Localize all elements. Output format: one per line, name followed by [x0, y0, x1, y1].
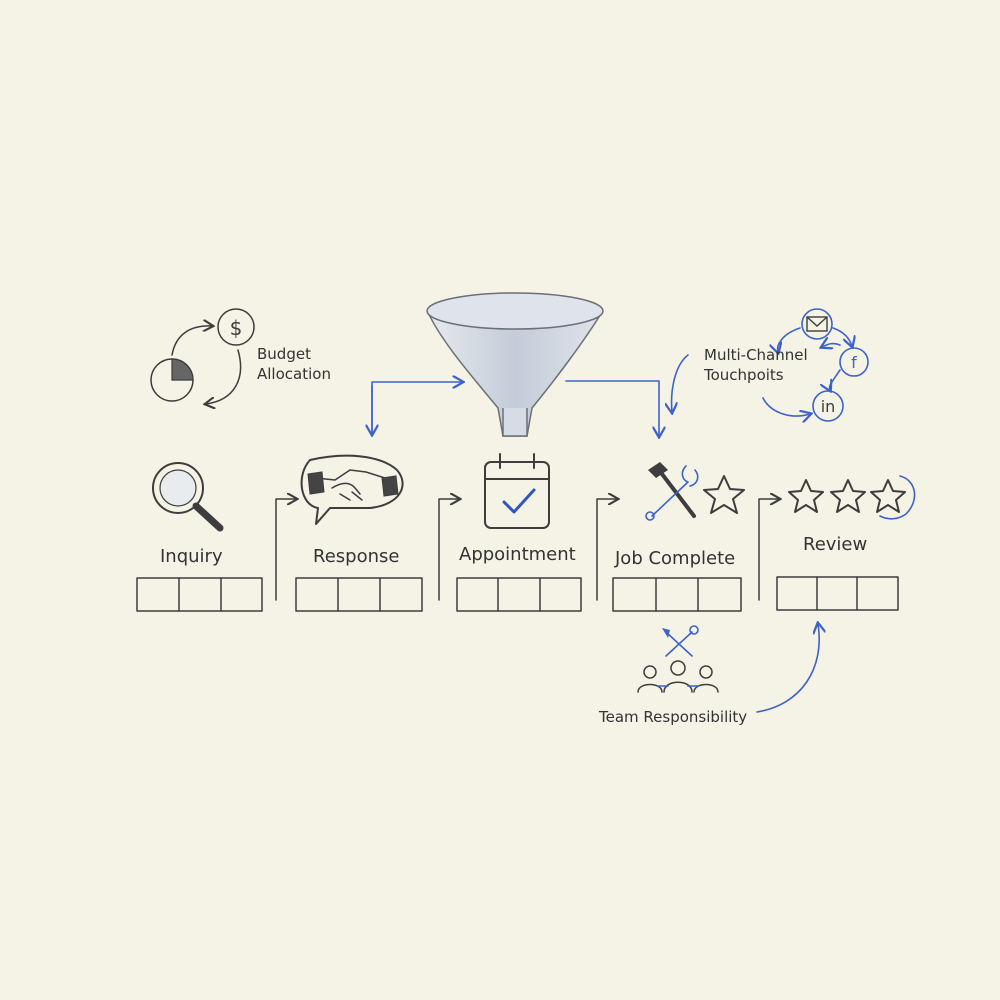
magnifier-icon	[152, 462, 224, 532]
channel-arrow-2	[829, 369, 841, 390]
budget-cycle-arrow-top	[171, 326, 212, 356]
multichannel-group: f in	[672, 308, 869, 422]
team-people-icon	[637, 660, 719, 693]
channel-arrow-5	[822, 344, 841, 347]
svg-text:in: in	[821, 397, 836, 416]
stage-box-appointment	[456, 577, 582, 612]
stage-box-inquiry	[136, 577, 263, 612]
budget-allocation-group: $	[150, 308, 255, 404]
multichannel-pointer-arrow	[672, 354, 689, 412]
facebook-icon: f	[839, 347, 869, 377]
team-responsibility-group	[637, 624, 819, 713]
stage-label-inquiry: Inquiry	[160, 546, 223, 567]
budget-label-line1: Budget	[257, 345, 311, 363]
linkedin-icon: in	[812, 390, 844, 422]
stage-label-response: Response	[313, 546, 400, 567]
stage-label-appointment: Appointment	[459, 544, 576, 565]
multichannel-label-line2: Touchpoits	[704, 366, 784, 384]
budget-cycle-arrow-bottom	[206, 349, 242, 404]
stage-label-job-complete: Job Complete	[615, 548, 736, 569]
highlight-circle	[879, 475, 916, 520]
channel-arrow-3	[778, 327, 801, 352]
channel-arrow-1	[832, 327, 852, 346]
svg-text:$: $	[230, 316, 243, 340]
stage-box-review	[776, 576, 899, 611]
pie-chart-icon	[150, 358, 194, 402]
stage-box-job-complete	[612, 577, 742, 612]
svg-text:f: f	[851, 353, 857, 372]
channel-arrow-4	[762, 397, 810, 416]
funnel-icon	[426, 292, 604, 437]
email-icon	[801, 308, 833, 340]
funnel-arrows	[372, 381, 659, 436]
stage-label-review: Review	[803, 534, 868, 555]
team-responsibility-label: Team Responsibility	[599, 708, 748, 726]
tools-star-icon	[645, 462, 745, 521]
three-stars-icon	[788, 475, 916, 520]
multichannel-label-line1: Multi-Channel	[704, 346, 808, 364]
stage-box-response	[295, 577, 423, 612]
stage-connectors	[275, 499, 779, 601]
calendar-check-icon	[484, 453, 550, 529]
budget-label-line2: Allocation	[257, 365, 331, 383]
handshake-icon	[300, 454, 404, 525]
crossed-tools-icon	[662, 625, 699, 657]
dollar-coin-icon: $	[217, 308, 255, 346]
team-review-arrow	[756, 624, 819, 713]
